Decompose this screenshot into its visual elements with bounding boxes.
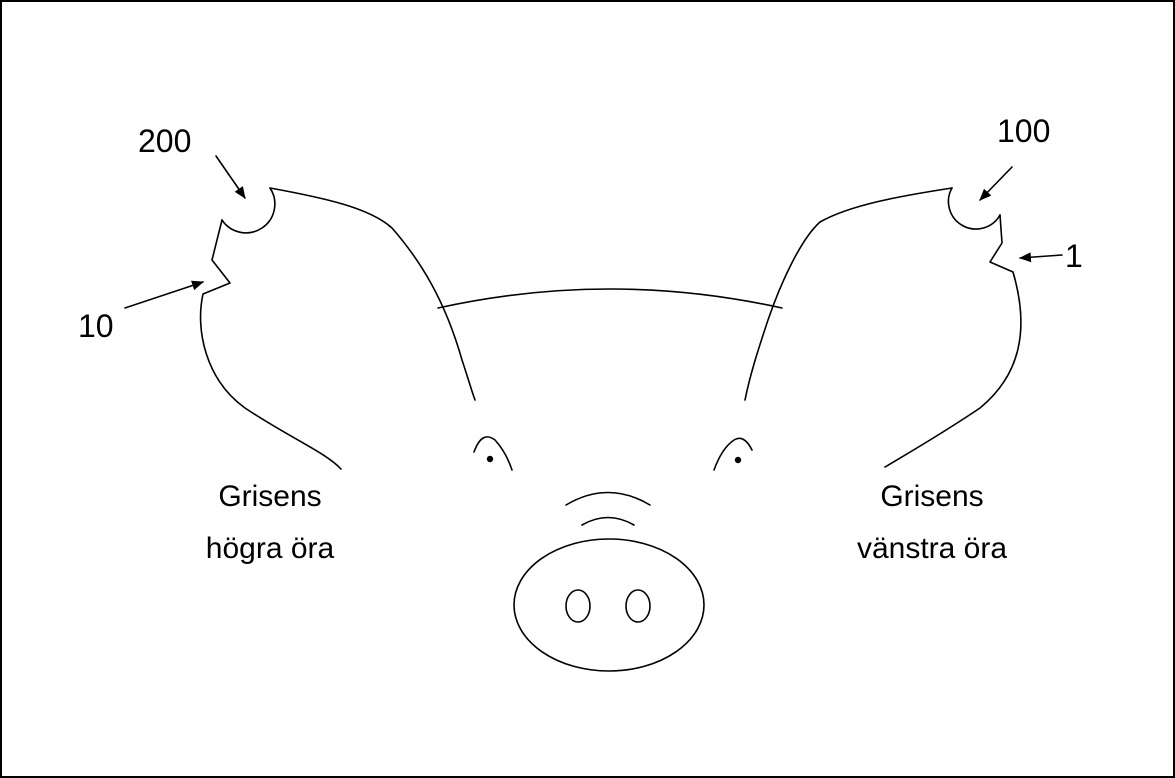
right-ear-label-line2: högra öra [206, 532, 335, 565]
label-200: 200 [138, 123, 191, 159]
left-eye [735, 457, 741, 463]
right-eye [487, 456, 493, 462]
label-1: 1 [1065, 238, 1083, 274]
right-ear-label-line1: Grisens [218, 480, 321, 513]
label-100: 100 [997, 113, 1050, 149]
left-ear-label-line1: Grisens [880, 480, 983, 513]
label-10: 10 [78, 308, 114, 344]
left-ear-label-line2: vänstra öra [857, 532, 1007, 565]
